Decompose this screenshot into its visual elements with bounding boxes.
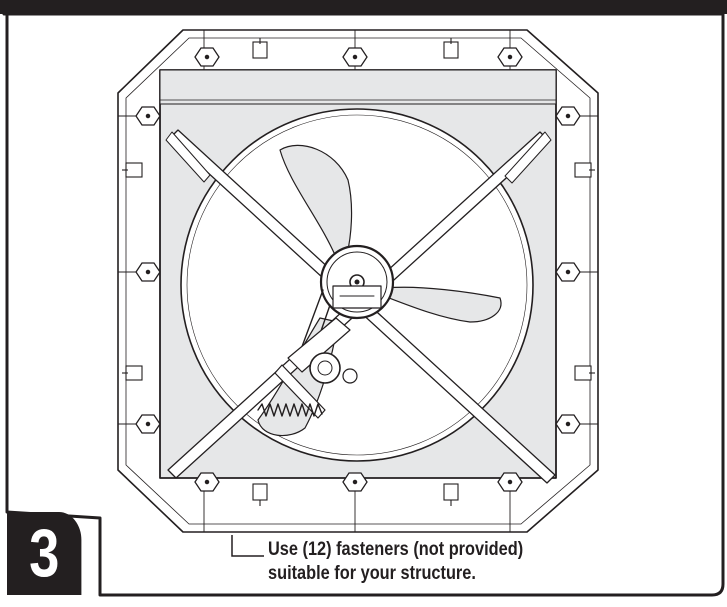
fastener-caption: Use (12) fasteners (not provided) suitab… bbox=[268, 538, 523, 586]
fastener-right-2 bbox=[555, 262, 581, 282]
tension-spring bbox=[257, 403, 323, 417]
flange-inner-line bbox=[125, 37, 591, 525]
panel-top-bar bbox=[0, 0, 727, 14]
fastener-top-2 bbox=[342, 47, 368, 67]
caption-line-1: Use (12) fasteners (not provided) bbox=[268, 539, 524, 560]
caption-leader-line bbox=[231, 535, 264, 557]
fastener-bottom-3 bbox=[497, 472, 523, 492]
fastener-right-1 bbox=[555, 106, 581, 126]
brace-bracket-upper-left bbox=[165, 131, 211, 183]
caption-line-2: suitable for your structure. bbox=[268, 563, 476, 584]
clip-left-2 bbox=[122, 365, 143, 381]
drive-motor bbox=[309, 352, 341, 384]
clip-bottom-2 bbox=[443, 483, 459, 506]
fan-blade-upper bbox=[279, 144, 353, 263]
fastener-right-3 bbox=[555, 414, 581, 434]
flange-clips bbox=[122, 38, 595, 506]
fastener-left-3 bbox=[135, 414, 161, 434]
clip-top-2 bbox=[443, 38, 459, 59]
housing-top-lip bbox=[159, 69, 557, 105]
fastener-bottom-2 bbox=[342, 472, 368, 492]
clip-right-1 bbox=[574, 162, 595, 178]
motor-mount-plate bbox=[287, 317, 351, 373]
fastener-bottom-1 bbox=[194, 472, 220, 492]
bearing-block bbox=[332, 285, 382, 309]
clip-bottom-1 bbox=[252, 483, 268, 506]
clip-right-2 bbox=[574, 365, 595, 381]
fastener-top-3 bbox=[497, 47, 523, 67]
fastener-left-2 bbox=[135, 262, 161, 282]
clip-left-1 bbox=[122, 162, 143, 178]
fastener-group bbox=[135, 47, 581, 492]
step-number-badge: 3 bbox=[7, 512, 82, 595]
brace-bracket-upper-right bbox=[504, 131, 552, 184]
motor-bracket bbox=[274, 364, 326, 419]
fastener-top-1 bbox=[194, 47, 220, 67]
clip-top-1 bbox=[252, 38, 268, 59]
fastener-left-1 bbox=[135, 106, 161, 126]
fan-blade-right bbox=[383, 286, 502, 323]
